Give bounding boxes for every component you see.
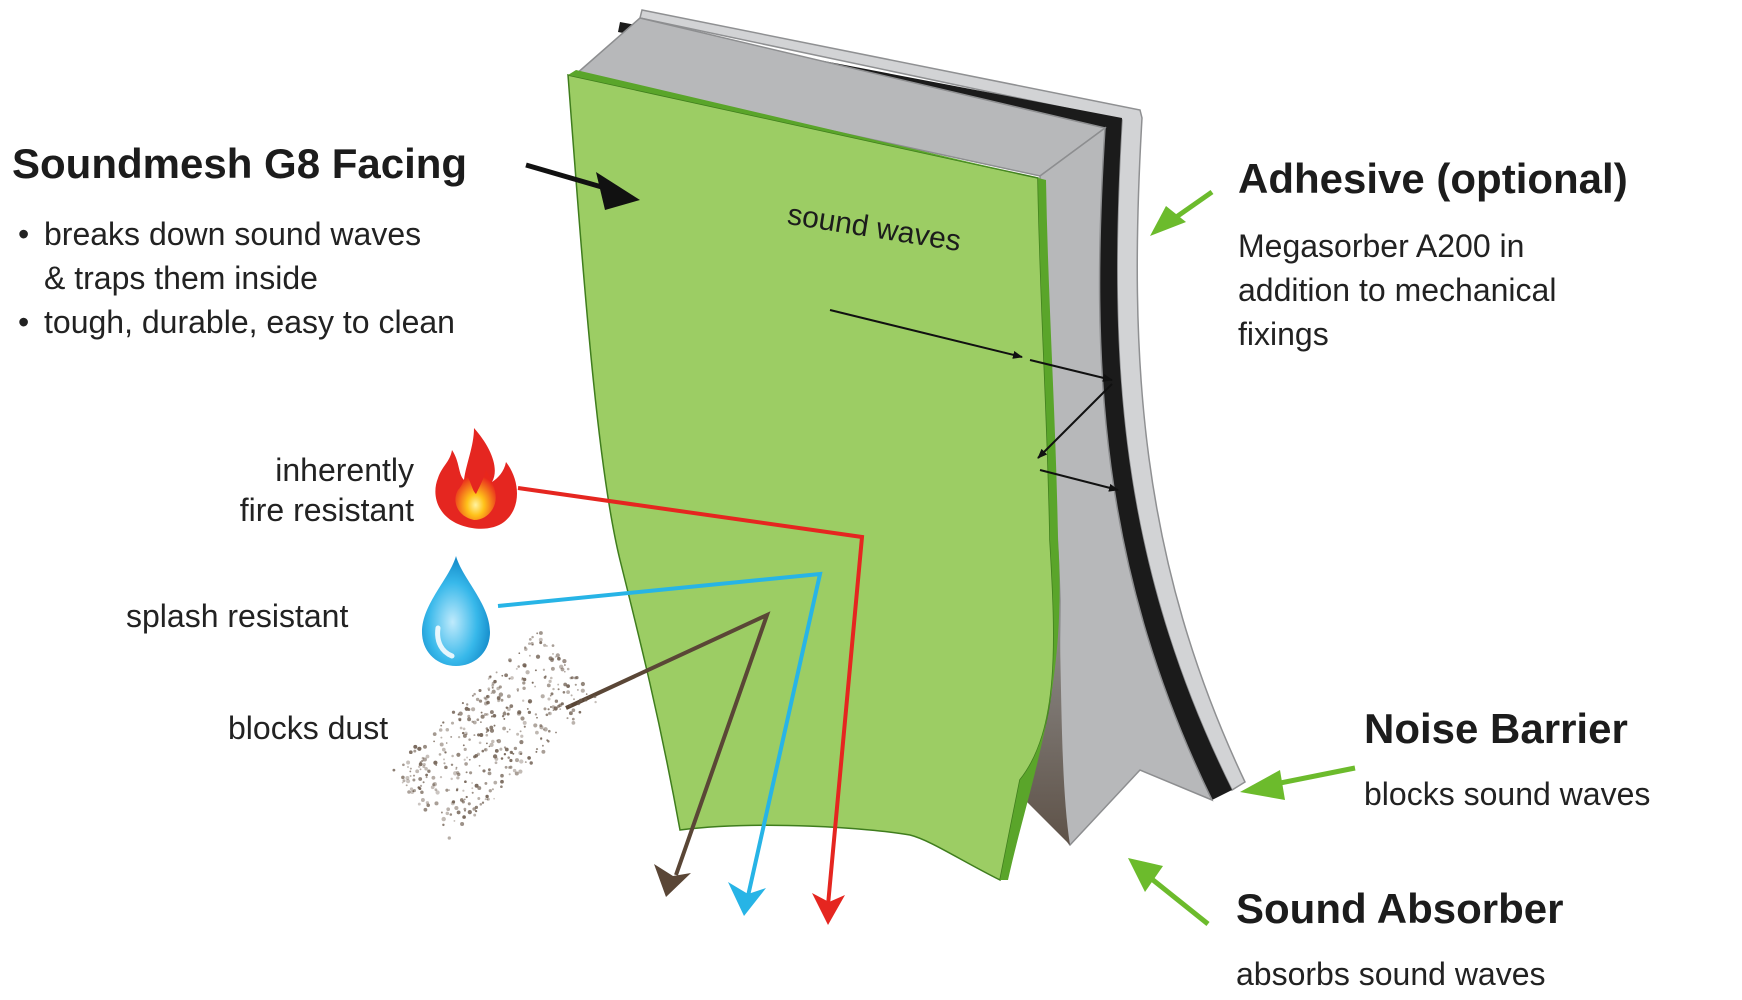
fire-path-arrow	[517, 486, 865, 906]
dust-particles-icon	[392, 631, 597, 840]
adhesive-layer	[639, 9, 1246, 792]
facing-bullets: breaks down sound waves & traps them ins…	[14, 212, 455, 344]
fire-resistant-line-2: fire resistant	[239, 492, 414, 528]
facing-front	[567, 74, 1055, 882]
splash-path-arrow	[497, 571, 823, 897]
adhesive-pointer-arrow	[1150, 189, 1214, 236]
facing-title: Soundmesh G8 Facing	[12, 140, 468, 187]
facing-pointer-arrow	[525, 162, 640, 210]
noise-barrier-pointer-arrow	[1240, 765, 1356, 800]
splash-resistant-label: splash resistant	[126, 598, 349, 634]
splash-arrowhead	[728, 882, 766, 916]
water-drop-icon	[422, 556, 490, 666]
noise-barrier-layer	[618, 22, 1232, 800]
adhesive-desc-line-3: fixings	[1238, 316, 1329, 352]
noise-barrier-title: Noise Barrier	[1364, 705, 1628, 752]
dust-arrowhead	[654, 864, 691, 897]
facing-side-edge	[1000, 178, 1060, 880]
adhesive-desc: Megasorber A200 in addition to mechanica…	[1238, 224, 1556, 356]
blocks-dust-label: blocks dust	[228, 710, 389, 746]
fire-icon	[435, 428, 517, 529]
facing-bullet-1: breaks down sound waves	[14, 212, 455, 256]
fire-arrowhead	[812, 893, 845, 925]
facing-bullet-2: tough, durable, easy to clean	[14, 300, 455, 344]
noise-barrier-desc: blocks sound waves	[1364, 776, 1651, 812]
sound-absorber-pointer-arrow	[1128, 858, 1210, 926]
sound-absorber-title: Sound Absorber	[1236, 885, 1564, 932]
sound-wave-arrows	[829, 309, 1119, 492]
facing-bullet-1-cont: & traps them inside	[44, 260, 318, 296]
dust-path-arrow	[565, 611, 771, 876]
sound-absorber-desc: absorbs sound waves	[1236, 956, 1546, 992]
adhesive-desc-line-2: addition to mechanical	[1238, 272, 1557, 308]
fire-resistant-label: inherently fire resistant	[188, 450, 414, 530]
facing-edge	[568, 70, 1046, 180]
adhesive-desc-line-1: Megasorber A200 in	[1238, 228, 1525, 264]
adhesive-title: Adhesive (optional)	[1238, 155, 1628, 202]
fire-resistant-line-1: inherently	[275, 452, 414, 488]
